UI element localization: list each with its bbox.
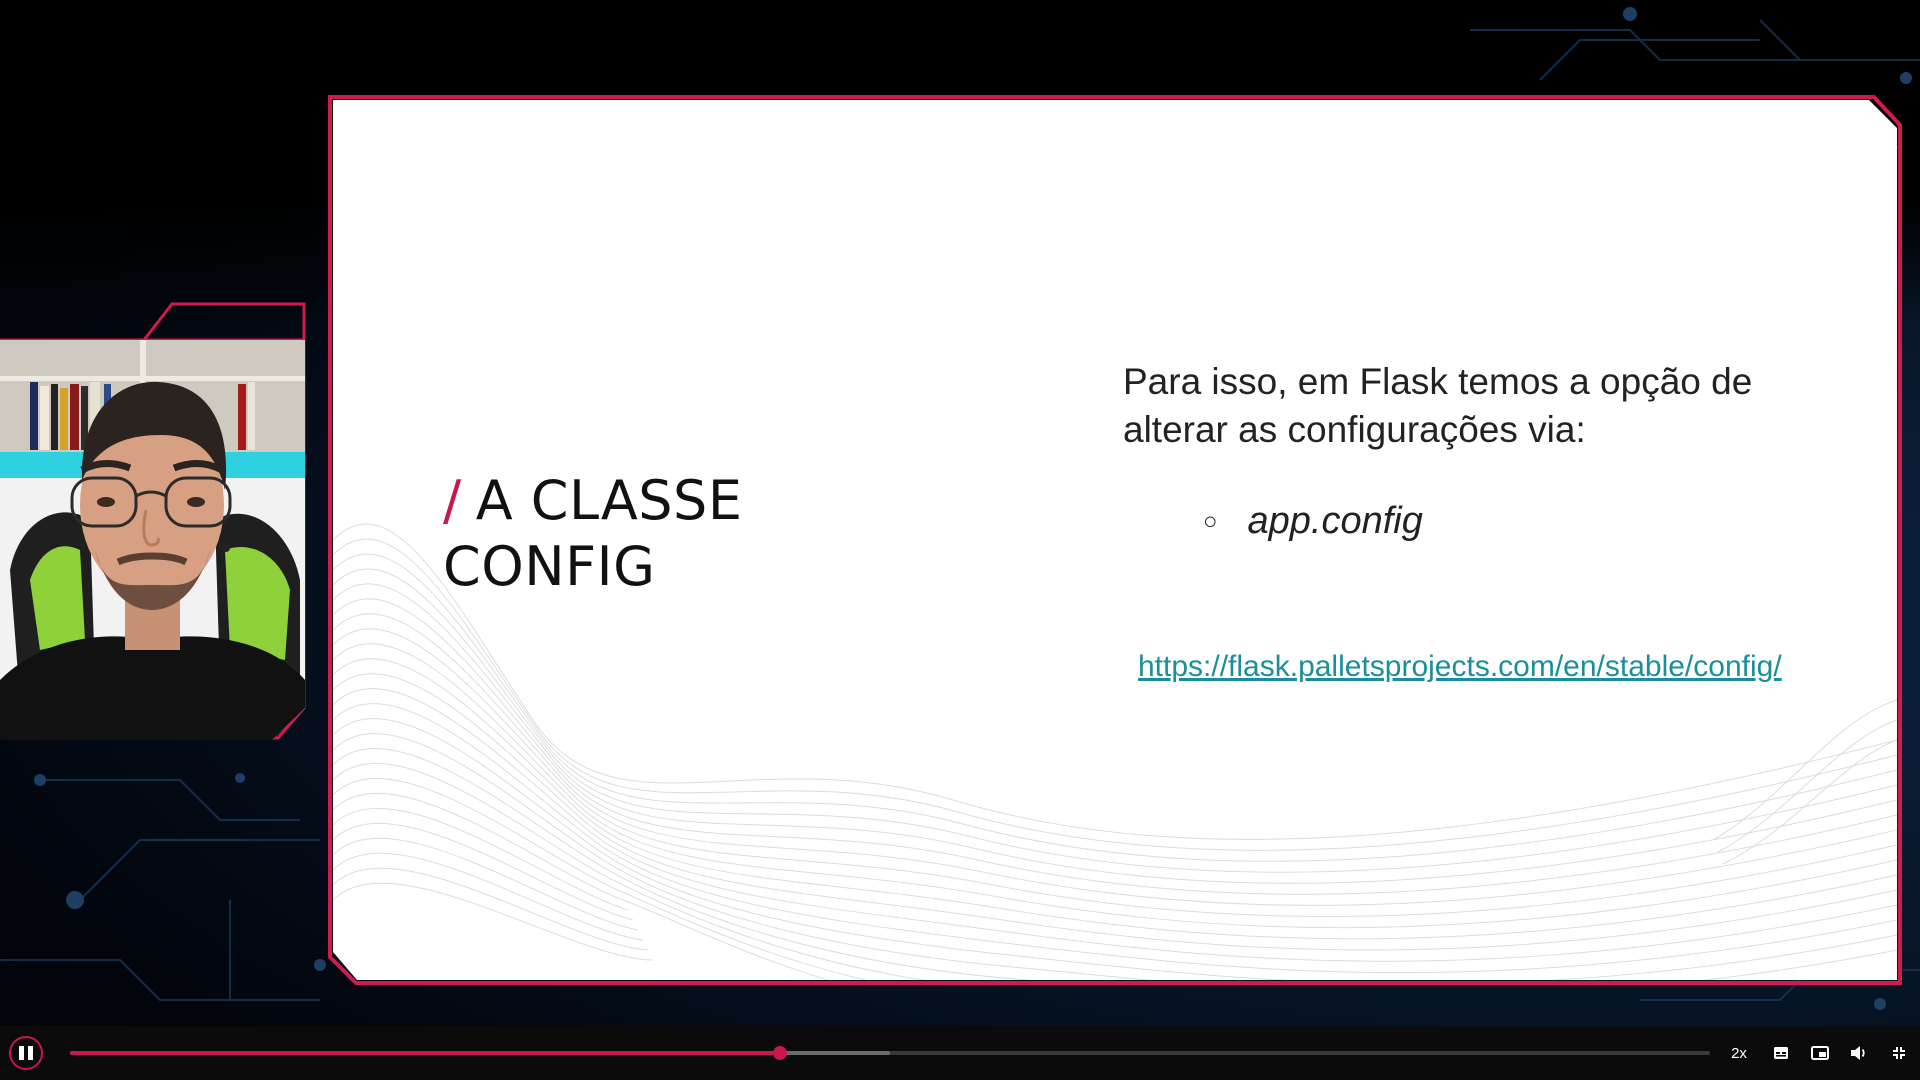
title-line-2: CONFIG bbox=[443, 535, 656, 598]
scrubber-handle[interactable] bbox=[773, 1046, 788, 1060]
playback-speed-button[interactable]: 2x bbox=[1731, 1044, 1747, 1062]
body-line-2: alterar as configurações via: bbox=[1123, 409, 1586, 450]
documentation-link[interactable]: https://flask.palletsprojects.com/en/sta… bbox=[1138, 650, 1782, 683]
pause-icon-bar bbox=[28, 1046, 33, 1060]
played-bar bbox=[70, 1051, 781, 1055]
webcam-feed bbox=[0, 340, 305, 740]
slide-body-text: Para isso, em Flask temos a opção de alt… bbox=[1123, 358, 1843, 454]
captions-button[interactable] bbox=[1770, 1039, 1792, 1067]
video-stage[interactable]: /A CLASSE CONFIG Para isso, em Flask tem… bbox=[0, 0, 1920, 1026]
progress-track[interactable] bbox=[70, 1046, 1710, 1060]
pause-icon bbox=[19, 1046, 24, 1060]
presentation-slide: /A CLASSE CONFIG Para isso, em Flask tem… bbox=[333, 100, 1897, 980]
pause-button[interactable] bbox=[9, 1036, 43, 1070]
picture-in-picture-button[interactable] bbox=[1808, 1039, 1832, 1067]
player-control-bar: 2x bbox=[0, 1026, 1920, 1080]
bullet-circle-icon: ○ bbox=[1203, 507, 1218, 535]
volume-button[interactable] bbox=[1848, 1039, 1870, 1067]
circuit-background bbox=[0, 7, 1920, 1010]
exit-fullscreen-icon bbox=[1893, 1047, 1905, 1059]
presenter-illustration bbox=[0, 340, 305, 740]
body-line-1: Para isso, em Flask temos a opção de bbox=[1123, 361, 1753, 402]
slide-border bbox=[328, 95, 1902, 985]
slide-title: /A CLASSE CONFIG bbox=[443, 468, 863, 600]
volume-icon bbox=[1851, 1046, 1865, 1060]
bullet-item: ○ app.config bbox=[1203, 500, 1423, 543]
exit-fullscreen-button[interactable] bbox=[1888, 1039, 1910, 1067]
captions-icon bbox=[1774, 1047, 1788, 1059]
title-slash: / bbox=[443, 469, 462, 532]
bullet-text: app.config bbox=[1247, 500, 1423, 542]
wave-pattern bbox=[333, 523, 1897, 980]
picture-in-picture-icon bbox=[1811, 1046, 1829, 1060]
title-line-1: A CLASSE bbox=[475, 469, 743, 532]
